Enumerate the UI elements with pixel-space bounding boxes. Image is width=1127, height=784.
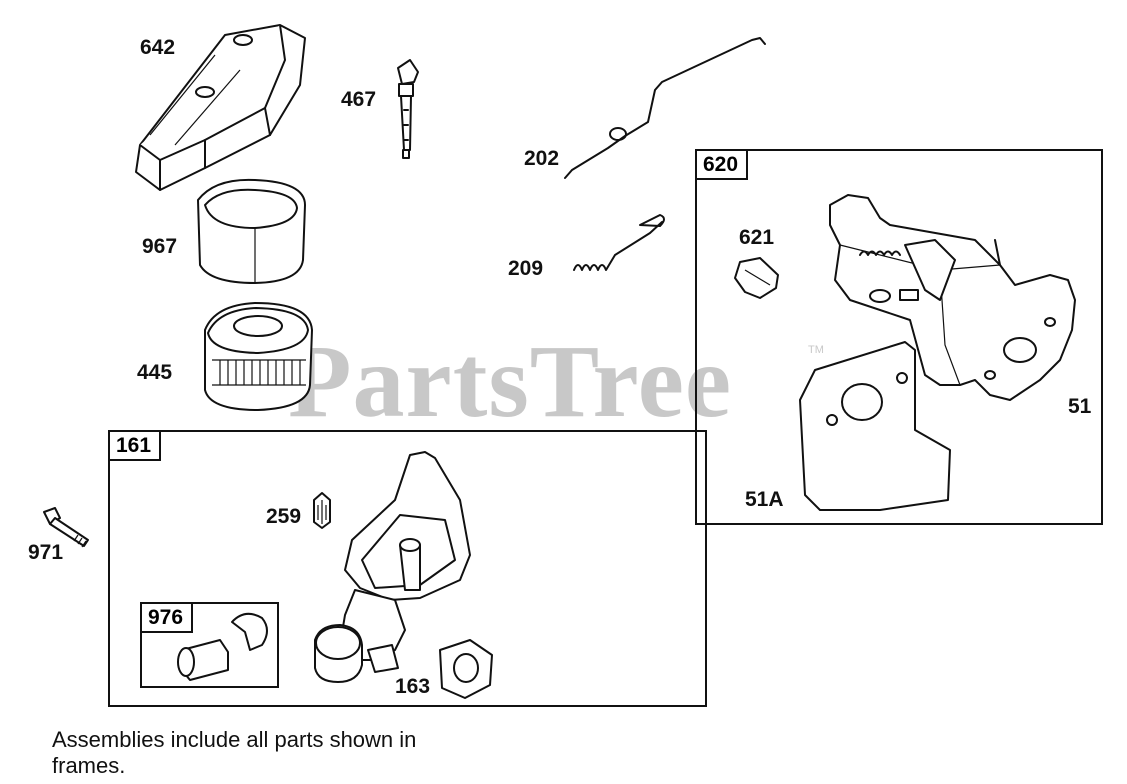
small-gasket-icon[interactable] <box>439 639 493 699</box>
part-label-202[interactable]: 202 <box>524 147 560 170</box>
part-label-51a[interactable]: 51A <box>745 488 784 511</box>
frame-976-label: 976 <box>140 602 194 633</box>
gasket-icon[interactable] <box>799 341 951 511</box>
assemblies-note: Assemblies include all parts shown in fr… <box>52 727 417 778</box>
air-cleaner-base-icon[interactable] <box>314 451 471 683</box>
part-label-642[interactable]: 642 <box>140 36 176 59</box>
frame-161-label: 161 <box>108 430 162 461</box>
part-label-51[interactable]: 51 <box>1068 395 1092 418</box>
part-label-971[interactable]: 971 <box>28 541 64 564</box>
breather-icon[interactable] <box>313 492 331 529</box>
frame-620-label: 620 <box>695 149 749 180</box>
control-bracket-icon[interactable] <box>829 194 1076 401</box>
governor-spring-icon[interactable] <box>573 214 665 271</box>
pre-cleaner-icon[interactable] <box>197 178 306 284</box>
part-label-467[interactable]: 467 <box>341 88 377 111</box>
frame-976: 976 <box>140 602 279 688</box>
bolt-icon[interactable] <box>43 507 89 548</box>
frame-620: 620 <box>695 149 1103 525</box>
fuel-filter-icon[interactable] <box>177 612 268 681</box>
part-label-621[interactable]: 621 <box>739 226 775 249</box>
governor-link-icon[interactable] <box>564 37 766 179</box>
dipstick-icon[interactable] <box>397 59 419 159</box>
watermark-trademark: TM <box>808 344 824 356</box>
part-label-259[interactable]: 259 <box>266 505 302 528</box>
clip-icon[interactable] <box>734 257 779 299</box>
part-label-445[interactable]: 445 <box>137 361 173 384</box>
part-label-967[interactable]: 967 <box>142 235 178 258</box>
watermark: PartsTree <box>288 324 733 439</box>
air-cleaner-cover-icon[interactable] <box>135 24 306 191</box>
air-filter-icon[interactable] <box>204 302 313 411</box>
part-label-163[interactable]: 163 <box>395 675 431 698</box>
frame-161: 161 <box>108 430 707 707</box>
part-label-209[interactable]: 209 <box>508 257 544 280</box>
